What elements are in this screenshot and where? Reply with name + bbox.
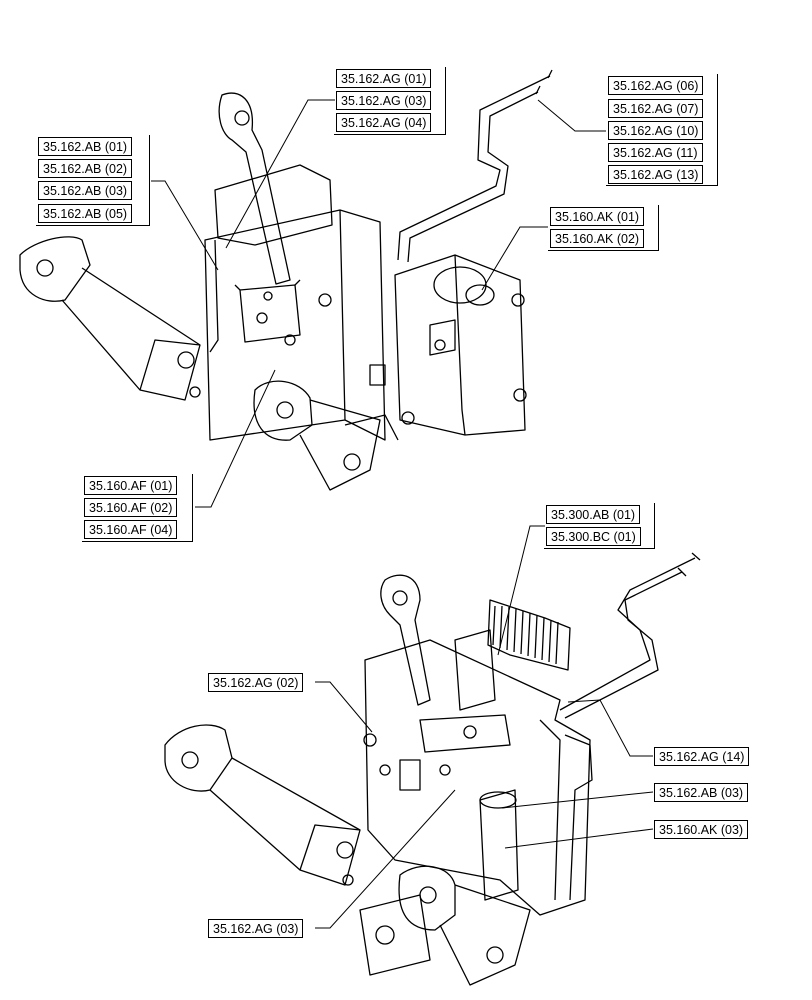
callout-af-1: 35.160.AF (01) bbox=[84, 476, 178, 495]
callout-ab-03-bottom: 35.162.AB (03) bbox=[654, 783, 749, 802]
callout-ab-left-3: 35.162.AB (03) bbox=[38, 181, 133, 200]
callout-ag-top-left-2: 35.162.AG (03) bbox=[336, 91, 432, 110]
callout-ag-top-right-1: 35.162.AG (06) bbox=[608, 76, 704, 95]
callout-ag-top-right-5: 35.162.AG (13) bbox=[608, 165, 704, 184]
callout-group-bracket bbox=[548, 205, 659, 251]
callout-ab-left-2: 35.162.AB (02) bbox=[38, 159, 133, 178]
callout-group-bracket bbox=[334, 67, 446, 135]
callout-ak-top-1: 35.160.AK (01) bbox=[550, 207, 645, 226]
callout-af-2: 35.160.AF (02) bbox=[84, 498, 178, 517]
callout-ag-top-right-2: 35.162.AG (07) bbox=[608, 99, 704, 118]
callout-ag-02: 35.162.AG (02) bbox=[208, 673, 304, 692]
callout-bottom-top-1: 35.300.AB (01) bbox=[546, 505, 641, 524]
callout-af-3: 35.160.AF (04) bbox=[84, 520, 178, 539]
callout-ag-top-right-3: 35.162.AG (10) bbox=[608, 121, 704, 140]
callout-ab-left-1: 35.162.AB (01) bbox=[38, 137, 133, 156]
bottom-assembly-drawing bbox=[164, 552, 701, 986]
callout-group-bracket bbox=[606, 74, 718, 186]
callout-group-bracket bbox=[82, 474, 193, 542]
callout-ag-top-right-4: 35.162.AG (11) bbox=[608, 143, 703, 162]
callout-ag-14: 35.162.AG (14) bbox=[654, 747, 750, 766]
top-assembly-drawing bbox=[19, 69, 553, 491]
callout-ag-top-left-1: 35.162.AG (01) bbox=[336, 69, 432, 88]
callout-ak-top-2: 35.160.AK (02) bbox=[550, 229, 645, 248]
callout-group-bracket bbox=[544, 503, 655, 549]
callout-ak-03: 35.160.AK (03) bbox=[654, 820, 749, 839]
callout-group-bracket bbox=[36, 135, 150, 226]
leader-lines bbox=[151, 99, 654, 929]
callout-ag-03-bottom: 35.162.AG (03) bbox=[208, 919, 304, 938]
callout-bottom-top-2: 35.300.BC (01) bbox=[546, 527, 641, 546]
callout-ag-top-left-3: 35.162.AG (04) bbox=[336, 113, 432, 132]
callout-ab-left-4: 35.162.AB (05) bbox=[38, 204, 133, 223]
